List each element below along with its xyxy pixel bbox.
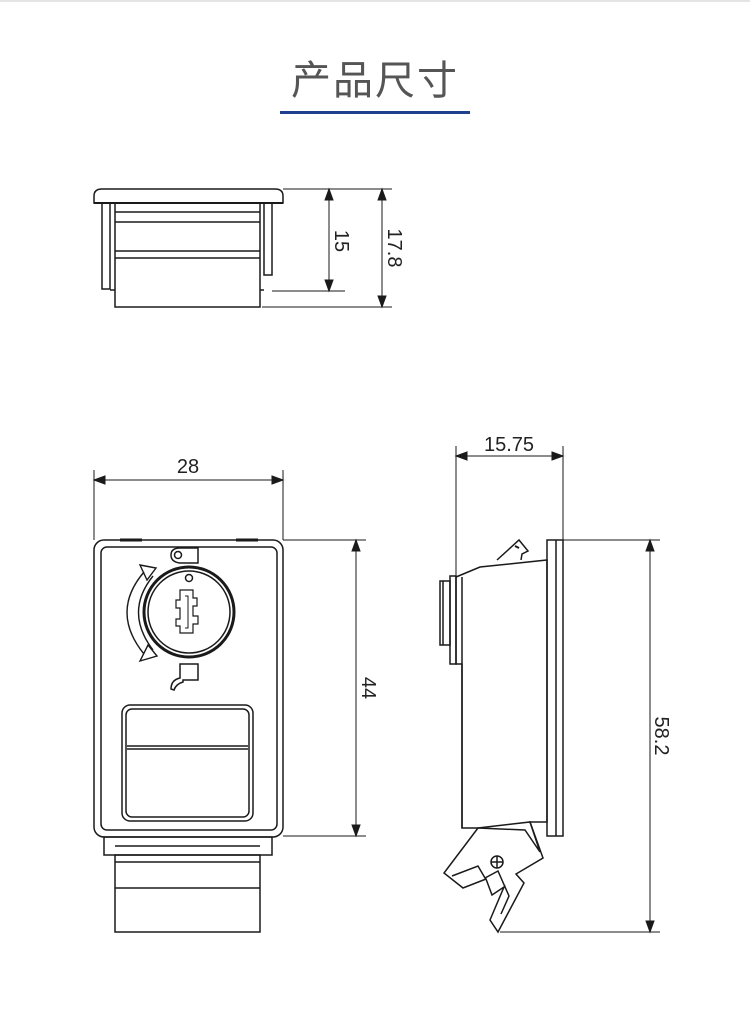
dim-label-15-75: 15.75 (484, 434, 534, 456)
front-view-dimensions (92, 470, 366, 838)
dim-label-44: 44 (357, 677, 379, 699)
handle-window-inner (125, 708, 250, 818)
top-view-left-clip (101, 202, 111, 290)
top-view (93, 188, 284, 308)
front-view (93, 538, 284, 933)
top-view-dimensions (262, 187, 392, 309)
handle-window-outer (121, 704, 254, 822)
dim-label-15: 15 (330, 230, 352, 252)
key-cylinder-icon (142, 565, 236, 659)
lock-position-tab-bottom (170, 663, 199, 691)
front-plate-inner (100, 546, 278, 831)
dim-label-28: 28 (177, 456, 199, 478)
side-view (439, 538, 564, 934)
keyhole-icon (175, 589, 199, 634)
top-view-body (114, 202, 261, 308)
page-title: 产品尺寸 (291, 58, 459, 104)
side-view-latch (442, 821, 544, 934)
dim-label-58-2: 58.2 (650, 717, 672, 756)
title-underline (280, 111, 470, 114)
side-view-dimensions (454, 446, 660, 934)
dim-label-17-8: 17.8 (383, 229, 405, 268)
side-view-knob (439, 580, 451, 646)
side-view-flange (546, 539, 564, 837)
top-view-flange (93, 188, 284, 204)
rotation-arrow-icon (126, 564, 159, 663)
top-divider (0, 0, 750, 2)
lock-position-tab-top (170, 547, 199, 564)
side-view-body (455, 559, 548, 853)
front-view-body (114, 854, 261, 933)
top-view-right-clip (263, 202, 273, 276)
